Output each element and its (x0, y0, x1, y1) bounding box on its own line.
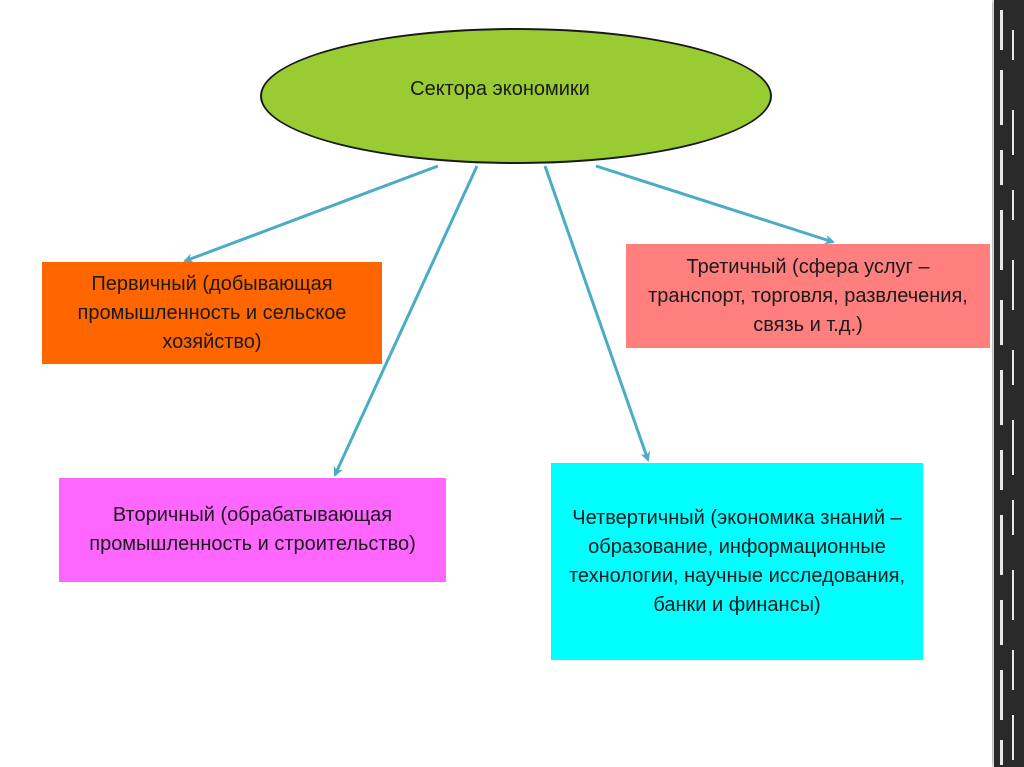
sector-quaternary-box: Четвертичный (экономика знаний – образов… (551, 463, 923, 660)
sector-tertiary-label: Третичный (сфера услуг – транспорт, торг… (648, 255, 968, 336)
film-strip-edge (994, 0, 1024, 767)
center-label: Сектора экономики (410, 78, 590, 100)
sector-quaternary-label: Четвертичный (экономика знаний – образов… (568, 506, 906, 616)
arrow-to-secondary (333, 165, 479, 477)
arrow-to-quaternary (543, 165, 651, 462)
sector-secondary-label: Вторичный (обрабатывающая промышленность… (89, 504, 416, 555)
sector-tertiary-box: Третичный (сфера услуг – транспорт, торг… (626, 244, 990, 348)
connector-arrows (183, 164, 835, 477)
center-ellipse (260, 28, 772, 164)
arrow-to-primary (183, 164, 439, 263)
sector-primary-box: Первичный (добывающая промышленность и с… (42, 262, 382, 364)
sector-secondary-box: Вторичный (обрабатывающая промышленность… (59, 478, 446, 582)
arrow-to-tertiary (595, 164, 835, 245)
sector-primary-label: Первичный (добывающая промышленность и с… (77, 272, 347, 353)
